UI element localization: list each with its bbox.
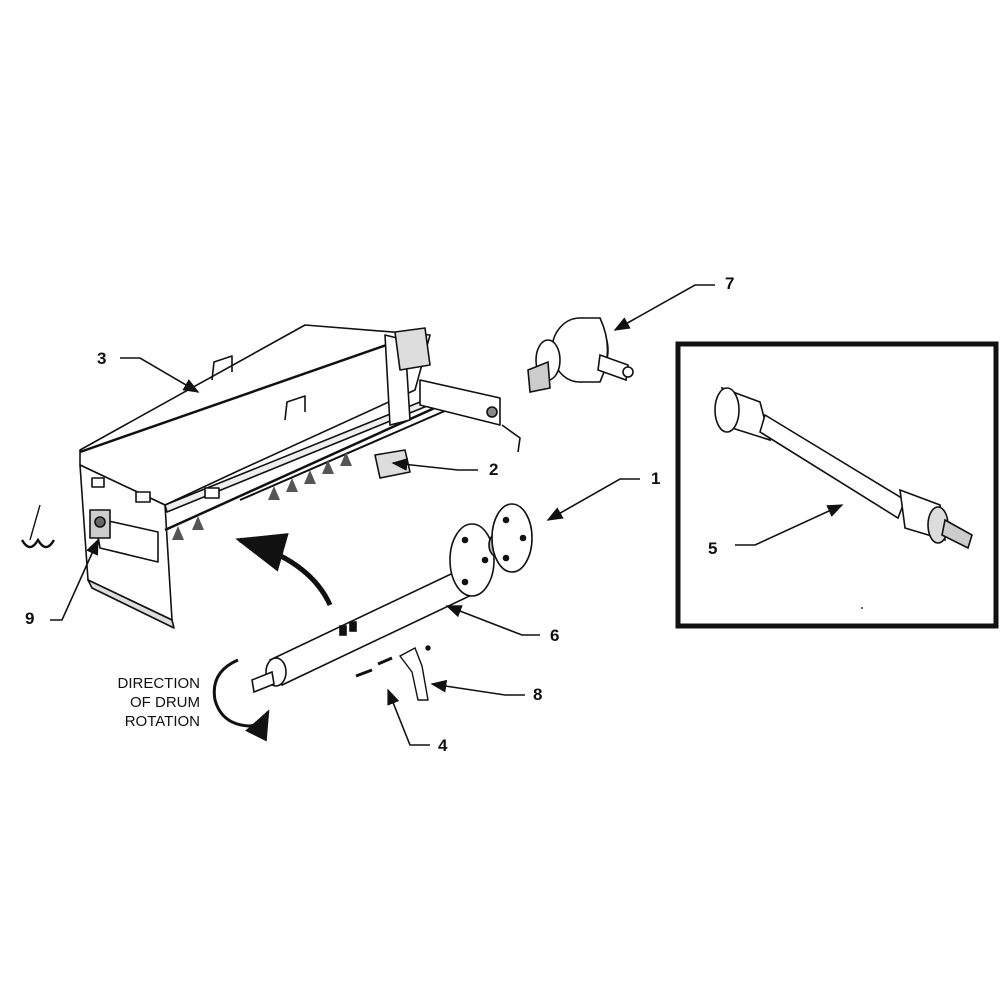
- drum-assembly: [251, 503, 533, 694]
- rotation-arrow-curve: [235, 533, 333, 607]
- rotation-note-line-1: DIRECTION: [117, 675, 201, 692]
- rotation-note-line-2: OF DRUM: [130, 694, 200, 711]
- teeth-and-pins: [355, 645, 431, 701]
- callout-5: 5: [708, 539, 718, 558]
- housing-frame: [79, 324, 501, 629]
- leader-2: [391, 458, 478, 471]
- leader-3: [120, 357, 200, 393]
- pto-shaft: [714, 386, 973, 550]
- callout-4: 4: [438, 736, 448, 755]
- leader-7: [613, 284, 715, 331]
- chain-lanyard: [20, 504, 56, 549]
- leader-5: [735, 504, 844, 546]
- leader-2b: [501, 424, 521, 453]
- callout-1: 1: [651, 469, 661, 488]
- leader-4: [387, 688, 430, 746]
- leader-9: [50, 538, 99, 621]
- callout-2: 2: [489, 460, 499, 479]
- callout-8: 8: [533, 685, 543, 704]
- callout-7: 7: [725, 274, 735, 293]
- callout-6: 6: [550, 626, 560, 645]
- leader-lines: [50, 284, 844, 746]
- callout-3: 3: [97, 349, 107, 368]
- callout-9: 9: [25, 609, 35, 628]
- drum-rotation-arrow: [212, 658, 270, 742]
- inset-frame: [675, 341, 999, 629]
- rotation-note: DIRECTION OF DRUM ROTATION: [90, 674, 201, 731]
- coupler-part: [527, 317, 634, 393]
- leader-6: [445, 605, 540, 636]
- leader-8: [430, 679, 525, 696]
- rotation-note-line-3: ROTATION: [124, 713, 200, 730]
- leader-1: [546, 478, 640, 521]
